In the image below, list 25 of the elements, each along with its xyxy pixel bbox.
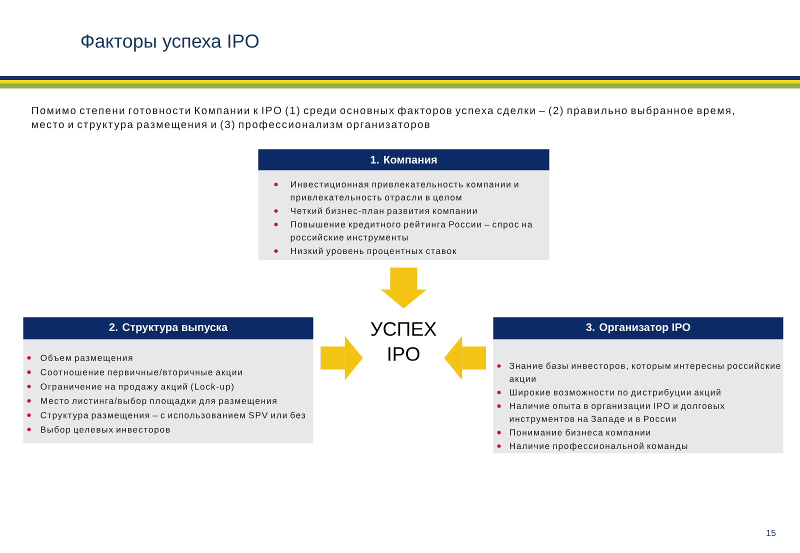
bullet-text: Соотношение первичные/вторичные акции — [40, 368, 242, 378]
block-arrow — [320, 336, 363, 380]
bullet-text: Низкий уровень процентных ставок — [291, 247, 456, 256]
bullet-text: Ограничение на продажу акций (Lock-up) — [40, 383, 234, 392]
block-arrow — [380, 267, 427, 308]
panel-header: 2. Структура выпуска — [23, 317, 314, 340]
page-number: 15 — [766, 530, 776, 536]
bullet-text: Структура размещения – с использованием SPV или без — [40, 412, 306, 420]
bullet-text: Наличие профессиональной команды — [510, 442, 688, 451]
slide-title: Факторы успеха IPO — [81, 34, 259, 52]
bullet-text: Выбор целевых инвесторов — [41, 426, 170, 434]
bullet-text: Знание базы инвесторов, которым интересны российские акции — [510, 362, 780, 384]
result-text: УСПЕХ IPO — [370, 322, 436, 361]
bullet-text: Понимание бизнеса компании — [510, 429, 650, 436]
block-arrow — [444, 336, 486, 380]
bullet-text: Наличие опыта в организации IPO и долговых инструментов на Западе и в России — [510, 402, 725, 424]
bullet-text: Объем размещения — [40, 354, 132, 363]
bullet-text: Широкие возможности по дистрибуции акций — [510, 388, 720, 398]
bullet-text: Инвестиционная привлекательность компании и привлекательность отрасли в целом — [290, 181, 518, 202]
panel-header: 3. Организатор IPO — [493, 317, 784, 340]
bullet-text: Повышение кредитного рейтинга России – спрос на российские инструменты — [290, 220, 532, 242]
panel-header: 1. Компания — [258, 149, 550, 170]
intro-text: Помимо степени готовности Компании к IPO (1) среди основных факторов успеха сделки – (2) правильно выбранное время, место и структура размещения и (3) профессионализм организаторов — [32, 106, 734, 130]
bullet-text: Место листинга/выбор площадки для размещения — [41, 397, 276, 406]
bullet-text: Четкий бизнес-план развития компании — [290, 207, 477, 216]
